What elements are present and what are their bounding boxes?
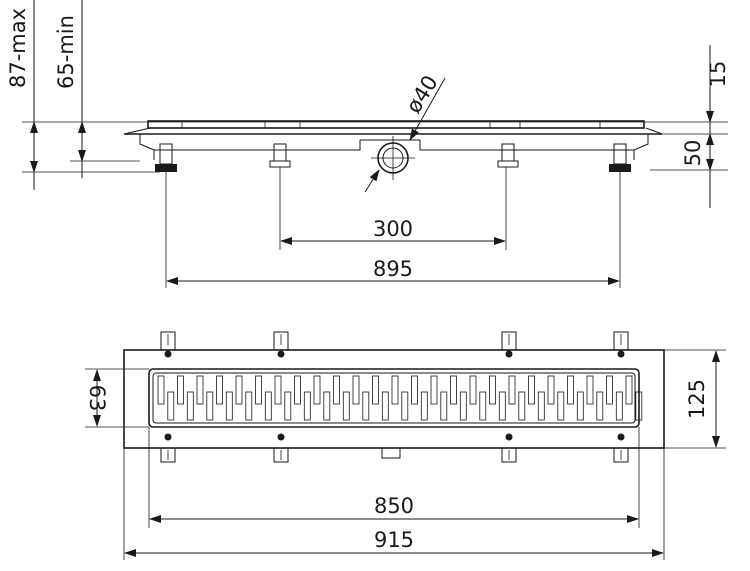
foot-1 (155, 143, 190, 172)
grate-slot (177, 375, 184, 405)
grate-slot (411, 375, 418, 405)
grate-slot (245, 391, 253, 421)
mounting-tab (273, 433, 289, 463)
grate-slot (362, 391, 370, 421)
grate-outline (148, 368, 640, 428)
grate-slot (420, 391, 428, 421)
height-min-label: 65-min (54, 15, 78, 89)
grate-slot (196, 375, 204, 405)
grate-slot (401, 391, 409, 421)
grate-slot (547, 375, 555, 405)
outlet-pipe (371, 136, 415, 180)
grate-slot (489, 375, 496, 405)
grate-slot (440, 391, 448, 421)
drain-profile (123, 120, 663, 180)
dimension-300: 300 (280, 217, 506, 245)
dimension-65-min: 65-min (54, 0, 86, 178)
grate-slot (352, 375, 360, 405)
dimension-63: 63 (85, 369, 109, 427)
grate-slot (206, 391, 214, 421)
dimension-895: 895 (166, 257, 620, 285)
grate-slot (342, 391, 350, 421)
grate-slot (606, 375, 613, 405)
grate-slot (537, 391, 545, 421)
mounting-tabs-bottom (160, 433, 629, 463)
mounting-tab (160, 433, 176, 463)
total-length-label: 915 (374, 528, 414, 552)
mounting-tab (273, 331, 289, 358)
grate-slot (450, 375, 457, 405)
outlet-stub (381, 447, 401, 459)
grate-slot (508, 375, 516, 405)
grate-slot (216, 375, 223, 405)
dimension-850: 850 (149, 494, 639, 523)
grate-slot-pattern (157, 375, 643, 421)
grate-height-label: 15 (706, 61, 730, 88)
grate-slot (498, 391, 506, 421)
mounting-tab (160, 331, 176, 358)
grate-slot (459, 391, 467, 421)
dimension-125: 125 (685, 350, 720, 448)
grate-slot (323, 391, 331, 421)
outer-feet-spacing-label: 895 (373, 257, 413, 281)
grate-slot (294, 375, 301, 405)
dimension-87-max: 87-max (6, 0, 38, 190)
grate-slot (576, 391, 584, 421)
grate-slot (518, 391, 526, 421)
grate-slot (557, 391, 565, 421)
channel-body (139, 134, 649, 160)
grate-slot (635, 391, 643, 421)
grate-slot (313, 375, 321, 405)
grate-slot (381, 391, 389, 421)
grate-slot (235, 375, 243, 405)
height-max-label: 87-max (6, 8, 30, 88)
grate-slot (157, 375, 165, 405)
side-view: 87-max 65-min 15 50 (6, 0, 730, 288)
grate-slot (586, 375, 594, 405)
dimension-915: 915 (124, 528, 664, 557)
grate-slot (615, 391, 623, 421)
grate-slot (264, 391, 272, 421)
grate-slot (303, 391, 311, 421)
grate-slot (625, 375, 633, 405)
body-height-label: 50 (681, 140, 705, 167)
mounting-tab (613, 331, 629, 358)
grate-length-label: 850 (374, 494, 414, 518)
grate-slot (479, 391, 487, 421)
grate-slot (567, 375, 574, 405)
grate-slot (469, 375, 477, 405)
mounting-tab (501, 433, 517, 463)
mounting-tab (501, 331, 517, 358)
foot-3 (497, 143, 519, 168)
mounting-tabs-top (160, 331, 629, 358)
grate-slot (333, 375, 340, 405)
grate-slot (274, 375, 282, 405)
mounting-tab (613, 433, 629, 463)
grate-width-label: 63 (85, 385, 109, 412)
grate-slot (372, 375, 379, 405)
dimension-right-heights: 15 50 (681, 45, 730, 208)
grate-profile (147, 120, 645, 129)
grate-slot (186, 391, 194, 421)
grate-slot (391, 375, 399, 405)
grate-slot (167, 391, 175, 421)
grate-slot (430, 375, 438, 405)
outlet-diameter-label: ø40 (401, 71, 442, 117)
top-view: 63 125 850 915 (85, 331, 726, 560)
foot-4 (596, 143, 631, 172)
foot-2 (269, 143, 291, 168)
grate-slot (284, 391, 292, 421)
grate-slot (255, 375, 262, 405)
grate-slot (596, 391, 604, 421)
grate-slot (225, 391, 233, 421)
body-width-label: 125 (685, 379, 709, 419)
grate-slot (528, 375, 535, 405)
dimension-diameter-40: ø40 (364, 71, 446, 193)
inner-feet-spacing-label: 300 (373, 217, 413, 241)
